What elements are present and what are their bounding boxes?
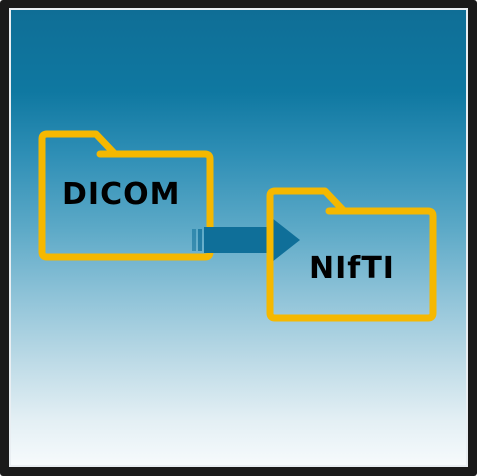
nifti-label: NIfTI <box>309 251 395 286</box>
nifti-folder-icon <box>266 187 437 322</box>
dicom-folder-icon <box>38 130 214 261</box>
dicom-label: DICOM <box>62 177 181 212</box>
right-arrow-icon <box>192 218 300 262</box>
